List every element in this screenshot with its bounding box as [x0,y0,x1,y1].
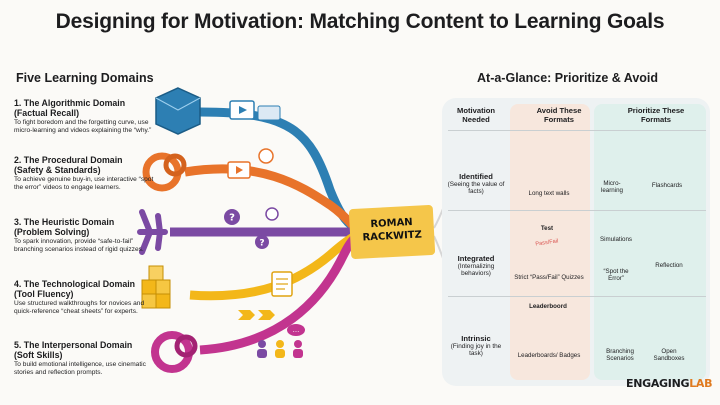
row-divider [448,296,706,297]
avoid-label: Leaderboards/ Badges [517,352,581,359]
domain-description: To spark innovation, provide “safe-to-fa… [14,238,144,253]
domain-interpersonal: 5. The Interpersonal Domain (Soft Skills… [14,340,154,377]
author-badge: ROMAN RACKWITZ [348,204,436,260]
domain-description: Use structured walkthroughs for novices … [14,300,145,315]
row-divider [448,130,706,131]
prioritize-label: Micro-learning [600,180,624,195]
domain-heuristic: 3. The Heuristic Domain (Problem Solving… [14,217,154,254]
page-title: Designing for Motivation: Matching Conte… [55,10,665,33]
prioritize-label: Simulations [600,236,632,243]
question-icon [224,209,240,225]
domain-algorithmic: 1. The Algorithmic Domain (Factual Recal… [14,98,154,135]
steps-arrows-icon [238,310,255,320]
cubes-icon [141,265,171,309]
motivation-integrated: Integrated (Internalizing behaviors) [457,254,495,278]
avoid-label: Strict “Pass/Fail” Quizzes [514,274,584,281]
test-card-title: Test [540,225,554,232]
domain-title: 5. The Interpersonal Domain (Soft Skills… [14,340,133,360]
domain-title: 2. The Procedural Domain (Safety & Stand… [14,155,123,175]
branch-tree-icon [137,209,168,255]
prioritize-label: Branching Scenarios [606,348,634,363]
avoid-column [510,104,590,380]
row-divider [448,210,706,211]
domain-title: 3. The Heuristic Domain (Problem Solving… [14,217,115,237]
domain-description: To achieve genuine buy-in, use interacti… [14,176,154,191]
svg-text:?: ? [259,239,264,249]
domain-technological: 4. The Technological Domain (Tool Fluenc… [14,279,154,316]
avoid-label: Long text walls [528,190,570,197]
domain-procedural: 2. The Procedural Domain (Safety & Stand… [14,155,154,192]
prioritize-label: “Spot the Error” [603,268,629,283]
motivation-intrinsic: Intrinsic (Finding joy in the task) [450,334,502,358]
prioritize-column [594,104,706,380]
col-header-motivation: Motivation Needed [457,106,495,124]
svg-text:...: ... [293,326,300,334]
prioritize-label: Flashcards [651,182,683,189]
domain-description: To fight boredom and the forgetting curv… [14,119,152,134]
brand-logo: ENGAGINGLAB [626,377,713,390]
col-header-prioritize: Prioritize These Formats [627,106,685,124]
col-header-avoid: Avoid These Formats [536,106,582,124]
prioritize-label: Open Sandboxes [653,348,685,363]
motivation-identified: Identified (Seeing the value of facts) [447,172,505,196]
domain-title: 4. The Technological Domain (Tool Fluenc… [14,279,136,299]
domain-title: 1. The Algorithmic Domain (Factual Recal… [14,98,126,118]
domains-header: Five Learning Domains [16,71,154,85]
ribbon-interpersonal [199,234,359,355]
glance-header: At-a-Glance: Prioritize & Avoid [477,71,659,85]
leaderboard-title: Leaderboord [529,303,567,310]
people-icon [257,340,303,358]
heart-knot-icon [151,331,193,373]
svg-text:?: ? [229,213,235,224]
prioritize-label: Reflection [655,262,683,269]
domain-description: To build emotional intelligence, use cin… [14,361,146,376]
polyhedron-icon [155,87,201,135]
speech-bubble-icon [287,324,305,336]
